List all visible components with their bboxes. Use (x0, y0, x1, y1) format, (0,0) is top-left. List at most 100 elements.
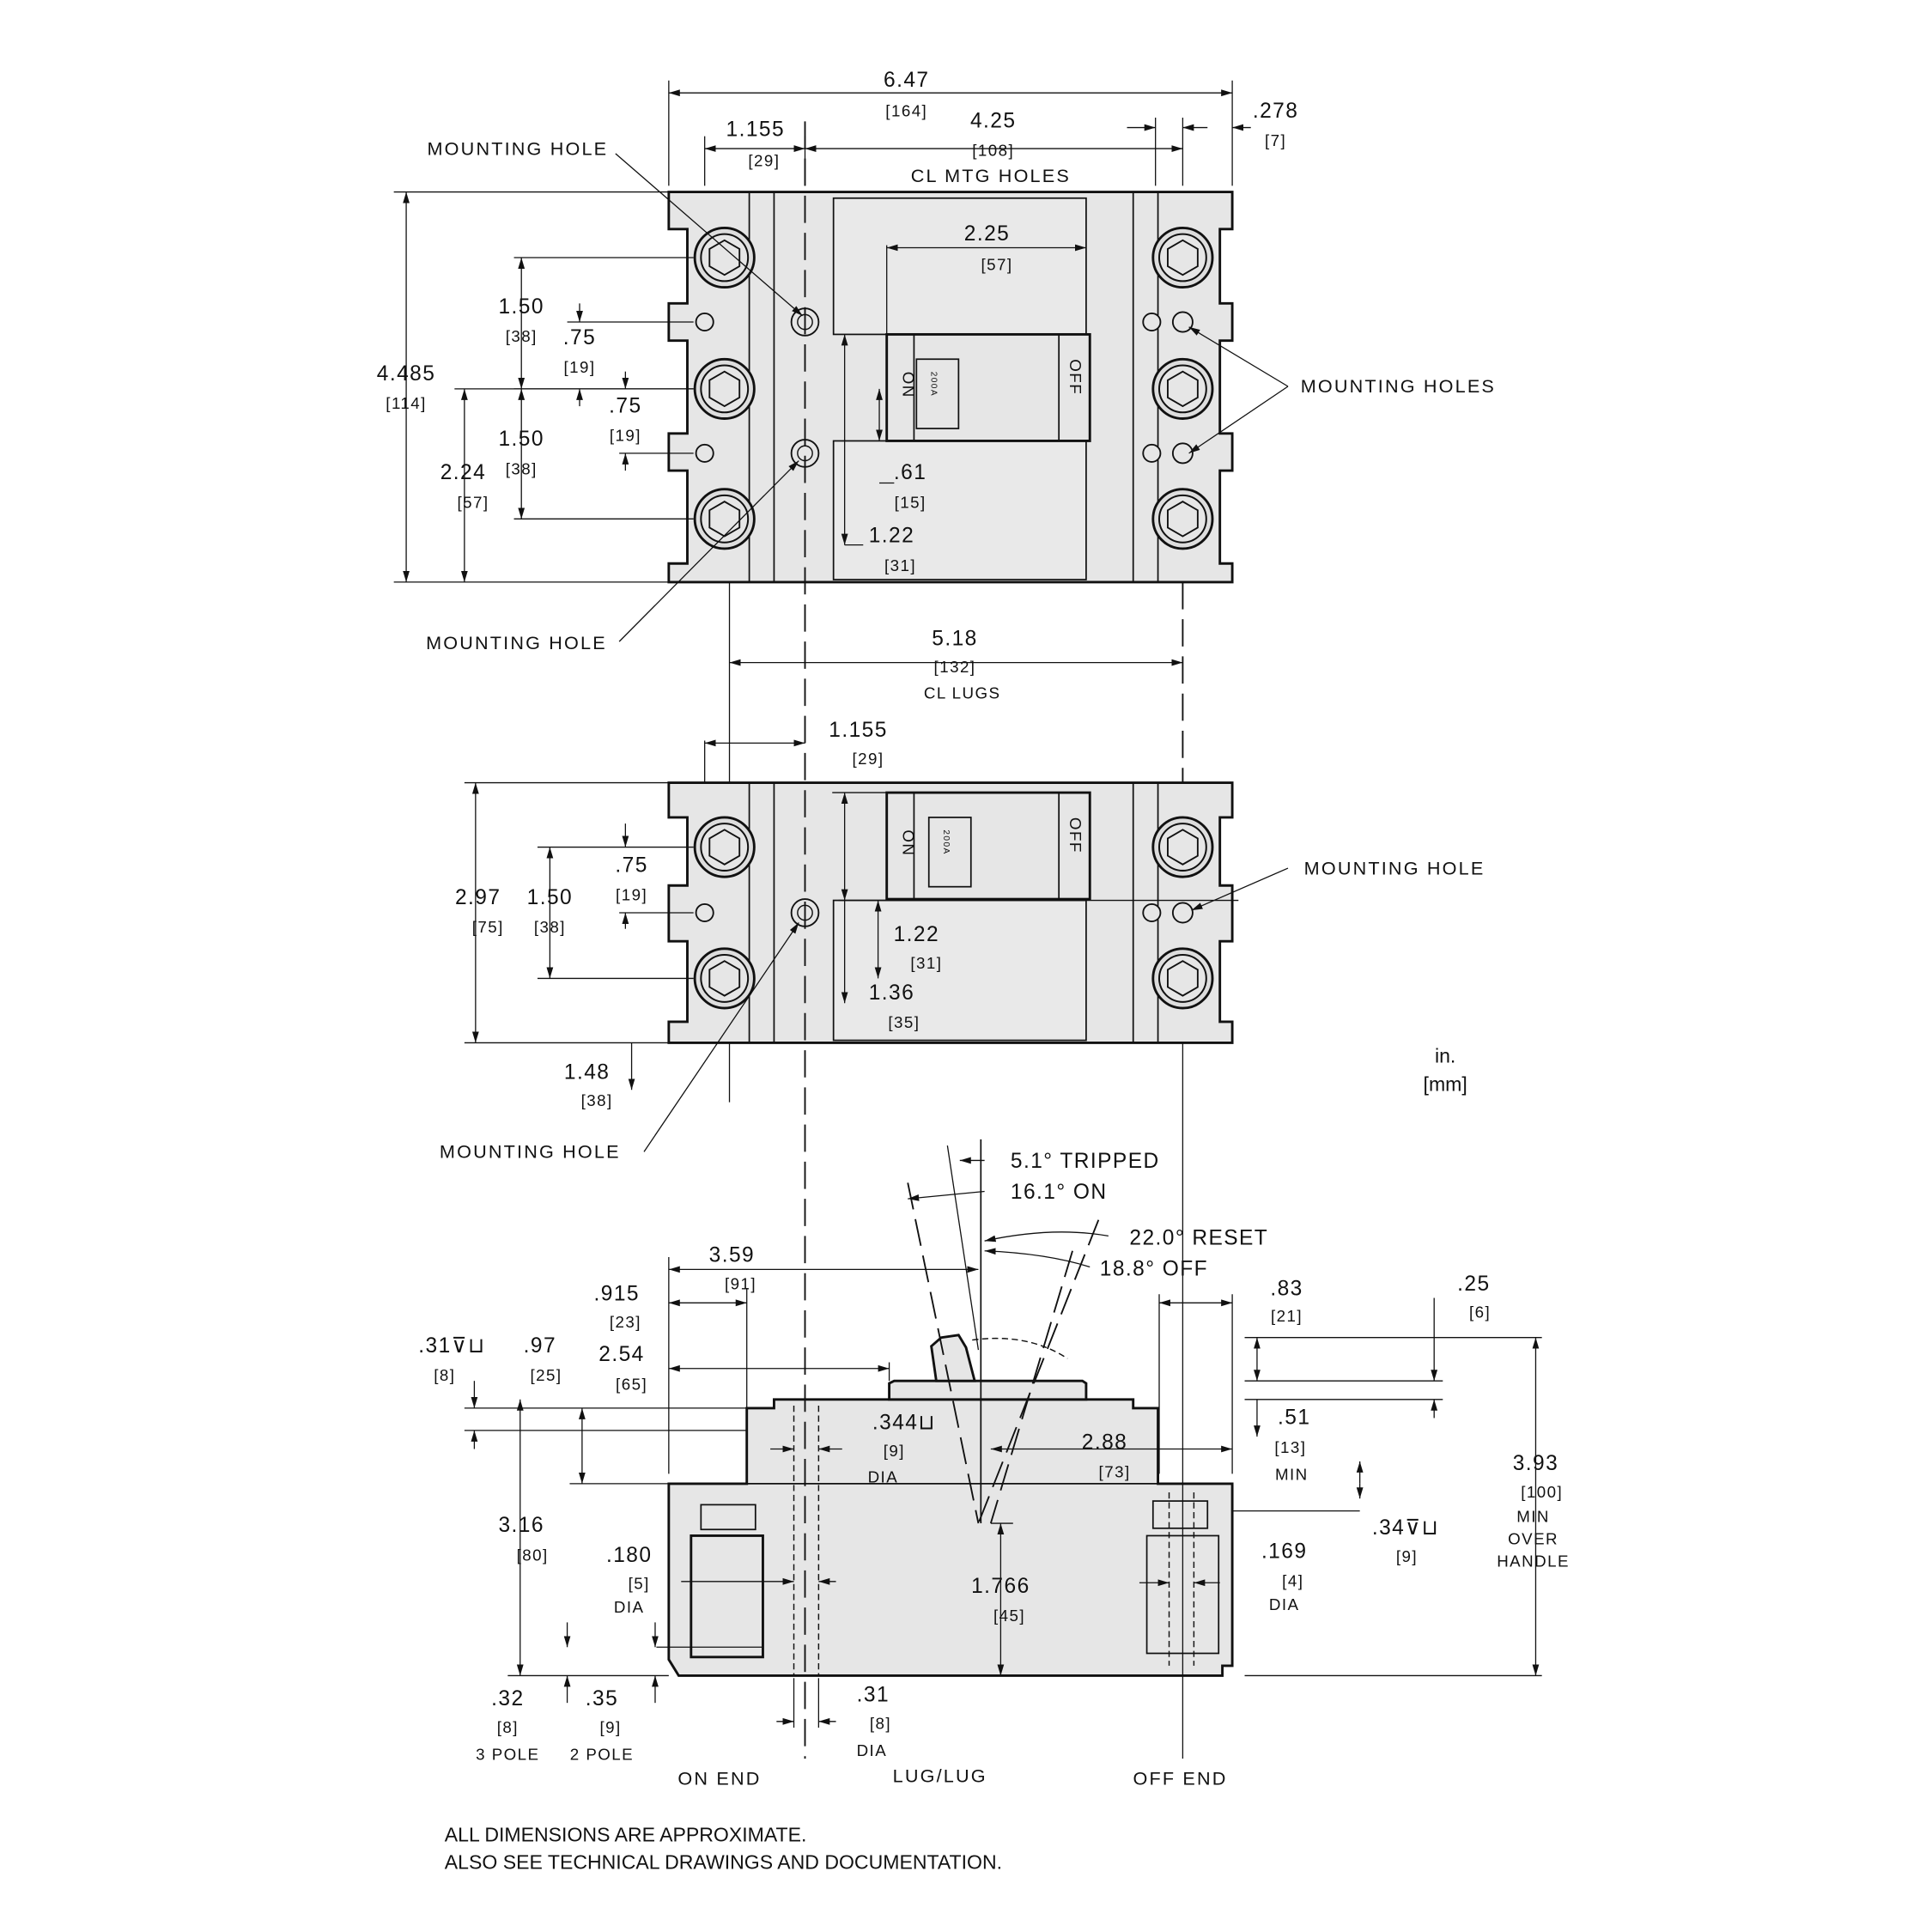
dim-lugs-mm: [132] (934, 658, 976, 676)
label-area-upper (832, 197, 1087, 336)
lug-terminal (1151, 488, 1214, 550)
dim-51-mm: [13] (1274, 1438, 1306, 1456)
lug-terminal (693, 357, 756, 420)
handle-window-middle: ON OFF 200A (885, 791, 1091, 901)
dim-25-mm: [6] (1469, 1303, 1491, 1321)
hex-screw-icon (708, 370, 741, 408)
hex-screw-icon (1167, 501, 1199, 538)
lug-terminal (693, 488, 756, 550)
dim-31-depth-mm: [8] (434, 1366, 455, 1384)
handle-toggle (927, 817, 972, 888)
dimension-labels: 6.47 [164] 1.155 [29] 4.25 [108] CL MTG … (377, 69, 1494, 1163)
dim-lug-to-hole: 1.155 (726, 118, 786, 142)
dim-25: .25 (1457, 1273, 1490, 1296)
lug-terminal (1151, 357, 1214, 420)
dim-344-note: DIA (868, 1467, 899, 1485)
units-inch: in. (1435, 1045, 1455, 1067)
dim-overall-width-mm: [164] (885, 102, 927, 120)
dim-3-59: 3.59 (709, 1244, 755, 1267)
on-label: ON (899, 829, 917, 856)
dim-2-54: 2.54 (598, 1343, 644, 1366)
angle-arc-off (984, 1248, 1091, 1268)
dim-half-height: 2.24 (440, 461, 486, 484)
side-view-dim-labels: 3.59 [91] .915 [23] .83 [21] .25 [6] .31… (418, 1244, 1570, 1789)
angle-on: 16.1° ON (1011, 1181, 1108, 1204)
dim-window-mm: [31] (884, 556, 916, 574)
dim-83: .83 (1270, 1278, 1303, 1301)
dim-169-mm: [4] (1282, 1572, 1303, 1590)
callout-mounting-hole: MOUNTING HOLE (1304, 857, 1485, 878)
dim-1-766: 1.766 (971, 1575, 1030, 1598)
hex-screw-icon (1167, 239, 1199, 276)
dim-window: 1.22 (869, 525, 914, 548)
dim-half-height-mm: [57] (457, 493, 489, 511)
dim-3-16: 3.16 (498, 1514, 544, 1537)
dim-169-note: DIA (1269, 1595, 1300, 1613)
dim-handle-width-mm: [57] (981, 255, 1013, 273)
screw-hole (695, 443, 714, 463)
dim-lugs: 5.18 (932, 627, 977, 650)
hex-screw-icon (1167, 829, 1199, 866)
dim-32-note: 3 POLE (476, 1746, 539, 1764)
dimension-line (643, 922, 799, 1152)
lug-body-on-end (690, 1534, 764, 1659)
lug-terminal (1151, 947, 1214, 1010)
side-view-labels: 5.1° TRIPPED 16.1° ON 22.0° RESET 18.8° … (1011, 1150, 1267, 1280)
dim-edge: .278 (1253, 100, 1298, 123)
screw-hole (1142, 902, 1162, 923)
dim-34-depth: .34⊽⊔ (1372, 1516, 1439, 1540)
lug-terminal (1151, 816, 1214, 878)
dim-pitch-mm: [38] (506, 459, 538, 477)
handle-window-top: ON OFF 200A (885, 332, 1091, 442)
callout-mounting-hole: MOUNTING HOLE (440, 1141, 621, 1163)
dim-3-93: 3.93 (1513, 1452, 1558, 1475)
screw-hole (1142, 443, 1162, 463)
on-label: ON (899, 372, 917, 398)
dim-31-dia: .31 (857, 1684, 890, 1707)
on-position-line (907, 1182, 980, 1524)
dimension-line (618, 460, 799, 642)
dim-915: .915 (594, 1282, 640, 1305)
dim-lug-to-hole-mm: [29] (748, 151, 780, 169)
dim-3-93-mm: [100] (1521, 1483, 1563, 1501)
dim-hole-offset-mm: [19] (610, 426, 641, 444)
dim-bottom: 1.48 (564, 1060, 610, 1084)
dim-height-mm: [75] (472, 918, 504, 936)
handle-toggle (915, 358, 960, 429)
dim-pitch: 1.50 (498, 295, 544, 319)
dim-3-59-mm: [91] (725, 1274, 756, 1292)
dim-3-16-mm: [80] (517, 1546, 549, 1564)
dim-2-54-mm: [65] (616, 1375, 647, 1393)
rating-label: 200A (929, 372, 939, 397)
lug-terminal (693, 226, 756, 289)
dim-2-88: 2.88 (1082, 1431, 1127, 1454)
dimension-line (1188, 386, 1289, 454)
note-see-docs: ALSO SEE TECHNICAL DRAWINGS AND DOCUMENT… (445, 1850, 1002, 1873)
dim-handle-offset-mm: [15] (895, 493, 927, 511)
dim-overall-width: 6.47 (884, 69, 929, 92)
dim-31-dia-note: DIA (857, 1741, 888, 1759)
dim-3-93-note: HANDLE (1497, 1552, 1570, 1571)
dim-label-area: 1.36 (869, 981, 914, 1005)
handle-lever (930, 1334, 976, 1382)
dim-344-mm: [9] (884, 1442, 905, 1460)
dim-handle-width: 2.25 (964, 222, 1010, 246)
hex-screw-icon (708, 960, 741, 997)
label-lug-lug: LUG/LUG (893, 1765, 987, 1786)
dim-344: .344⊔ (872, 1411, 936, 1434)
dim-915-mm: [23] (610, 1313, 641, 1331)
dim-height: 2.97 (455, 886, 501, 909)
dim-97-mm: [25] (531, 1366, 562, 1384)
middle-view: ON OFF 200A (667, 781, 1234, 1044)
dimension-line (615, 153, 804, 317)
screw-hole (1142, 312, 1162, 332)
dim-51-note: MIN (1275, 1466, 1309, 1484)
off-label: OFF (1066, 817, 1084, 854)
dimension-line (1188, 326, 1289, 387)
label-area-lower (832, 440, 1087, 580)
lug-terminal (693, 816, 756, 878)
dim-pitch: 1.50 (498, 428, 544, 451)
dim-hole-offset: .75 (609, 394, 641, 417)
